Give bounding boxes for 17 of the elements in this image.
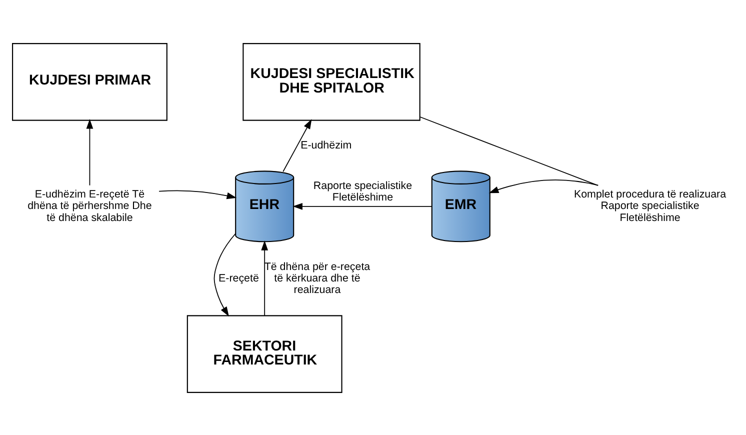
edge-label: E-udhëzim bbox=[300, 138, 352, 151]
arrow bbox=[261, 240, 268, 316]
connector bbox=[420, 116, 598, 186]
edge-label: E-reçetë bbox=[218, 272, 259, 284]
arrow bbox=[214, 232, 236, 316]
arrow bbox=[292, 202, 432, 210]
arrow bbox=[488, 179, 599, 193]
arrow bbox=[86, 118, 94, 186]
edge-label: Të dhëna për e-reçeta të kërkuara dhe të realizuara bbox=[264, 260, 370, 296]
node-text: Komplet procedura të realizuara Raporte specialistike Fletëlëshime bbox=[574, 188, 726, 224]
node-text: E-udhëzim E-reçetë Të dhëna të përhershme Dhe të dhëna skalabile bbox=[28, 188, 152, 224]
node-box: KUJDESI SPECIALISTIK DHE SPITALOR bbox=[242, 42, 420, 120]
arrow bbox=[282, 118, 312, 172]
arrow bbox=[158, 190, 237, 199]
edge-label: Raporte specialistike Fletëlëshime bbox=[313, 180, 412, 204]
node-box: KUJDESI PRIMAR bbox=[12, 42, 168, 120]
node-box: SEKTORI FARMACEUTIK bbox=[186, 314, 342, 392]
